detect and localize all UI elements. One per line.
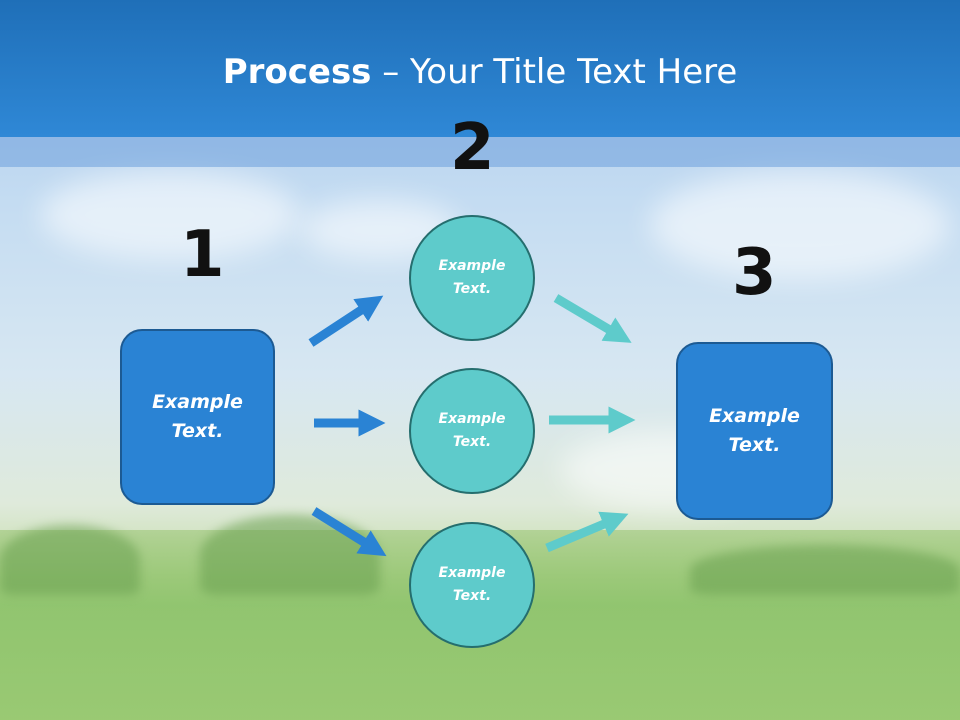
cloud xyxy=(650,170,950,280)
tree-line xyxy=(690,545,960,595)
step-number-2: 2 xyxy=(450,111,495,185)
title-text: – Your Title Text Here xyxy=(371,52,738,92)
tree-line xyxy=(0,525,140,595)
title-bold: Process xyxy=(222,52,372,92)
step-2-circle-middle: Example Text. xyxy=(409,368,535,494)
title-bar-strip xyxy=(0,137,960,167)
step-1-text: Example Text. xyxy=(152,391,243,442)
arrow-right-down-icon xyxy=(311,507,387,557)
step-3-box: Example Text. xyxy=(676,342,833,520)
step-1-box: Example Text. xyxy=(120,329,275,505)
cloud xyxy=(40,170,300,260)
step-2-circle-middle-text: Example Text. xyxy=(438,411,506,450)
arrow-right-down-icon xyxy=(553,294,632,343)
step-2-circle-bottom: Example Text. xyxy=(409,522,535,648)
arrow-right-up-icon xyxy=(545,511,629,553)
step-2-circle-bottom-text: Example Text. xyxy=(438,565,506,604)
title-bar xyxy=(0,0,960,137)
arrow-right-up-icon xyxy=(308,295,384,347)
step-number-1: 1 xyxy=(180,218,225,292)
step-3-text: Example Text. xyxy=(709,405,800,456)
step-2-circle-top: Example Text. xyxy=(409,215,535,341)
step-number-3: 3 xyxy=(732,236,777,310)
slide-title: Process – Your Title Text Here xyxy=(0,52,960,92)
step-2-circle-top-text: Example Text. xyxy=(438,258,506,297)
